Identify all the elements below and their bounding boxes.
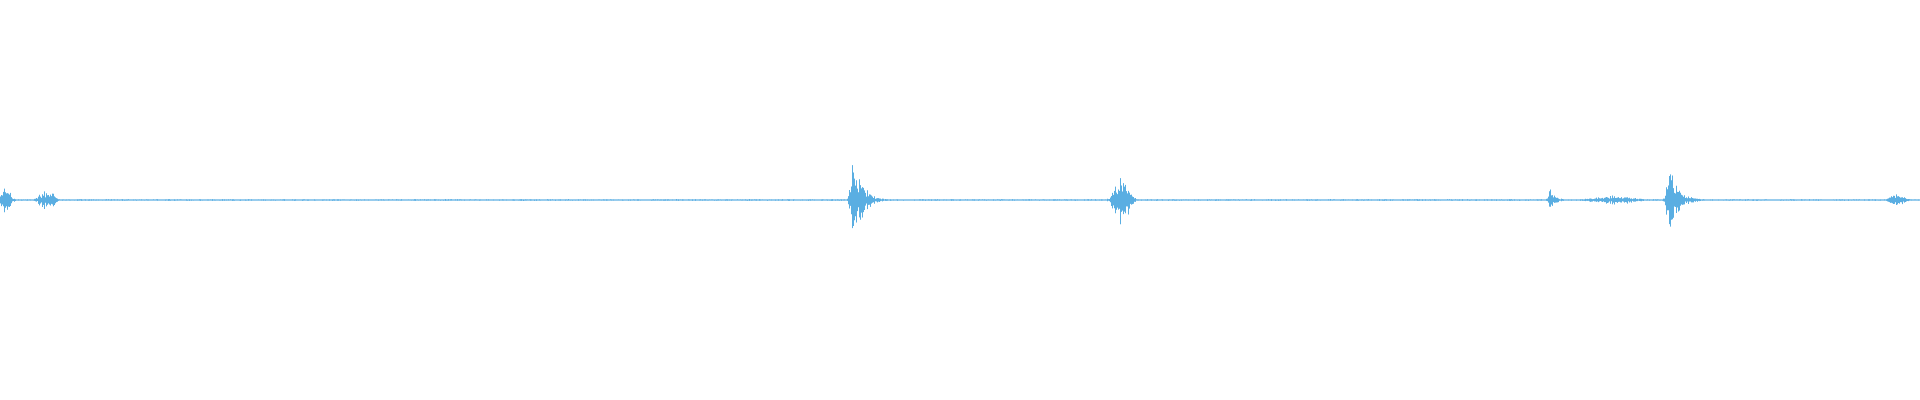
waveform-samples (0, 165, 1920, 229)
waveform-peaks (0, 165, 1919, 229)
